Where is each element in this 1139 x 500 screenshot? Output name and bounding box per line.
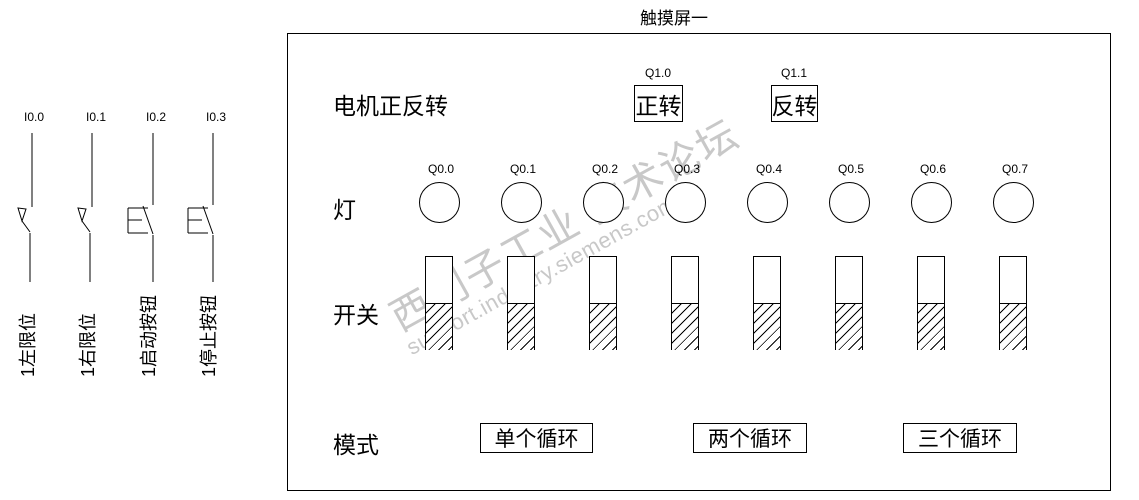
motor-row-label: 电机正反转 (333, 93, 448, 119)
input-name-label: 1停止按钮 (199, 294, 219, 377)
lamp-address-label: Q0.3 (673, 162, 700, 176)
switch-hatched-half (426, 303, 452, 350)
pushbutton-icon (127, 133, 154, 282)
forward-button[interactable]: 正转 (634, 85, 683, 122)
input-name-label: 1右限位 (78, 312, 98, 377)
switch-hatched-half (1000, 303, 1026, 350)
switch-hatched-half (836, 303, 862, 350)
input-name-label: 1左限位 (18, 312, 38, 377)
lamp-indicator (747, 182, 788, 223)
hmi-panel-frame (287, 33, 1111, 491)
switch-hatched-half (754, 303, 780, 350)
limit-switch-icon (17, 133, 33, 282)
lamp-address-label: Q0.4 (755, 162, 782, 176)
reverse-button[interactable]: 反转 (771, 85, 818, 122)
input-address-label: I0.1 (85, 110, 106, 124)
toggle-switch[interactable] (917, 256, 945, 350)
mode-button-single-cycle[interactable]: 单个循环 (480, 423, 593, 453)
lamp-address-label: Q0.0 (427, 162, 454, 176)
switch-row-label: 开关 (333, 302, 379, 328)
lamp-row-label: 灯 (333, 197, 356, 223)
toggle-switch[interactable] (835, 256, 863, 350)
lamp-address-label: Q0.1 (509, 162, 536, 176)
lamp-indicator (829, 182, 870, 223)
lamp-indicator (501, 182, 542, 223)
pushbutton-icon (187, 133, 214, 282)
mode-button-two-cycles[interactable]: 两个循环 (693, 423, 807, 453)
input-address-label: I0.2 (145, 110, 166, 124)
lamp-indicator (665, 182, 706, 223)
toggle-switch[interactable] (507, 256, 535, 350)
toggle-switch[interactable] (425, 256, 453, 350)
toggle-switch[interactable] (671, 256, 699, 350)
toggle-switch[interactable] (999, 256, 1027, 350)
lamp-indicator (993, 182, 1034, 223)
switch-hatched-half (672, 303, 698, 350)
mode-row-label: 模式 (333, 432, 379, 458)
toggle-switch[interactable] (753, 256, 781, 350)
lamp-indicator (419, 182, 460, 223)
lamp-address-label: Q0.5 (837, 162, 864, 176)
switch-hatched-half (590, 303, 616, 350)
switch-hatched-half (918, 303, 944, 350)
toggle-switch[interactable] (589, 256, 617, 350)
switch-hatched-half (508, 303, 534, 350)
lamp-address-label: Q0.2 (591, 162, 618, 176)
mode-button-three-cycles[interactable]: 三个循环 (903, 423, 1017, 453)
lamp-address-label: Q0.6 (919, 162, 946, 176)
forward-button-address: Q1.0 (644, 66, 671, 80)
lamp-indicator (583, 182, 624, 223)
diagram-title: 触摸屏一 (640, 9, 708, 28)
input-name-label: 1启动按钮 (139, 294, 159, 377)
reverse-button-address: Q1.1 (780, 66, 807, 80)
input-address-label: I0.3 (205, 110, 226, 124)
lamp-address-label: Q0.7 (1001, 162, 1028, 176)
input-address-label: I0.0 (23, 110, 44, 124)
lamp-indicator (911, 182, 952, 223)
limit-switch-icon (77, 133, 93, 282)
